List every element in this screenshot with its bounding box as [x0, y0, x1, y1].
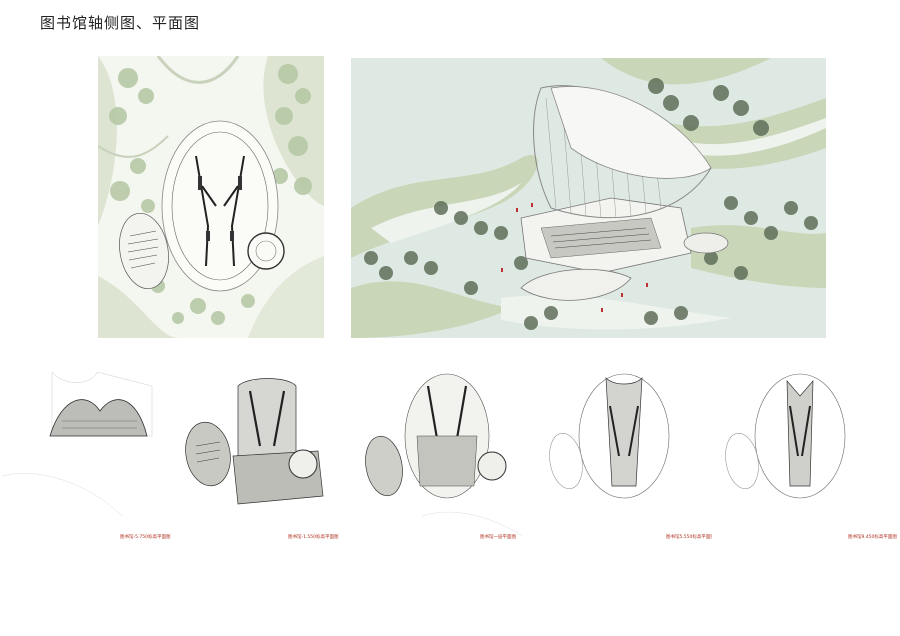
axonometric-drawing — [351, 58, 826, 338]
floor-plan-caption: 图书馆5.550标高平面图 — [666, 535, 715, 540]
floor-plan-caption: 图书馆9.450标高平面图 — [848, 535, 897, 540]
page-title: 图书馆轴侧图、平面图 — [40, 14, 201, 32]
floor-plan-5: 图书馆9.450标高平面图 — [712, 366, 897, 544]
floor-plan-4: 图书馆5.550标高平面图 — [544, 366, 715, 544]
floor-plan-3: 图书馆一层平面图 — [362, 366, 528, 544]
floor-plan-caption: 图书馆-1.550标高平面图 — [288, 535, 339, 540]
floor-plan-caption: 图书馆一层平面图 — [480, 535, 516, 540]
floor-plan-2: 图书馆-1.550标高平面图 — [178, 366, 356, 544]
floor-plan-caption: 图书馆-5.750标高平面图 — [120, 535, 171, 540]
floor-plan-1: 图书馆-5.750标高平面图 — [2, 366, 172, 544]
site-plan-drawing — [98, 56, 324, 338]
